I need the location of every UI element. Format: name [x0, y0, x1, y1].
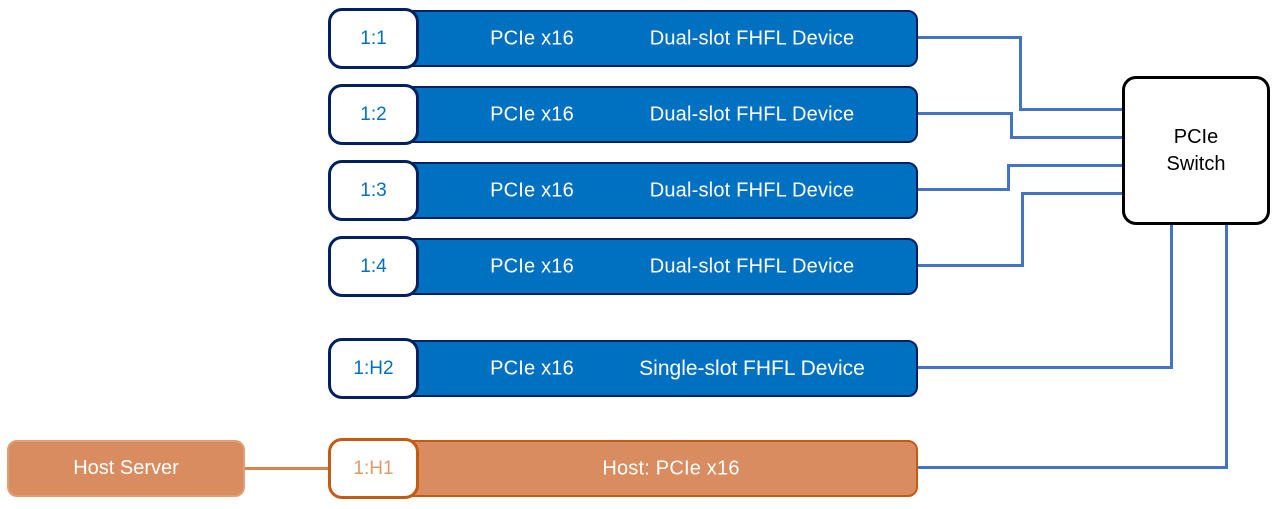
slot-bar-1-2: PCIe x16 Dual-slot FHFL Device — [330, 86, 918, 143]
connector-slot-h2-h — [918, 366, 1173, 369]
slot-device-label: Dual-slot FHFL Device — [649, 103, 855, 125]
connector-slot2-h2 — [1010, 136, 1123, 139]
slot-device-label: Single-slot FHFL Device — [639, 356, 865, 380]
pcie-switch-label-line2: Switch — [1166, 152, 1226, 175]
slot-bar-1-3: PCIe x16 Dual-slot FHFL Device — [330, 162, 918, 219]
slot-tag-label: 1:1 — [360, 27, 387, 49]
slot-tag-1-2: 1:2 — [328, 84, 419, 145]
slot-link-label: PCIe x16 — [490, 27, 574, 49]
connector-slot2-v — [1010, 112, 1013, 139]
slot-tag-label: 1:4 — [360, 255, 387, 277]
connector-slot3-h1 — [918, 188, 1010, 191]
slot-tag-1-1: 1:1 — [328, 8, 419, 69]
slot-device-label: Dual-slot FHFL Device — [649, 179, 855, 201]
connector-slot4-h2 — [1021, 192, 1123, 195]
slot-tag-1-h2: 1:H2 — [328, 338, 419, 399]
slot-device-label: Dual-slot FHFL Device — [649, 27, 855, 49]
connector-slot2-h1 — [918, 112, 1013, 115]
connector-slot3-h2 — [1007, 164, 1123, 167]
slot-tag-label: 1:2 — [360, 103, 387, 125]
slot-link-label: PCIe x16 — [490, 357, 574, 379]
host-slot-label: Host: PCIe x16 — [602, 457, 740, 479]
slot-bar-1-4: PCIe x16 Dual-slot FHFL Device — [330, 238, 918, 295]
pcie-switch-label-line1: PCIe — [1173, 125, 1219, 148]
host-server-label: Host Server — [73, 457, 179, 479]
connector-slot-h1-h — [918, 466, 1228, 469]
host-server: Host Server — [7, 440, 245, 497]
slot-bar-1-h2: PCIe x16 Single-slot FHFL Device — [330, 340, 918, 397]
slot-link-label: PCIe x16 — [490, 103, 574, 125]
slot-tag-1-4: 1:4 — [328, 236, 419, 297]
slot-tag-label: 1:H1 — [353, 457, 394, 479]
pcie-switch: PCIe Switch — [1122, 76, 1270, 225]
slot-tag-label: 1:3 — [360, 179, 387, 201]
connector-slot3-v — [1007, 164, 1010, 191]
slot-bar-1-h1: Host: PCIe x16 — [330, 440, 918, 497]
connector-slot-h2-v — [1170, 224, 1173, 369]
slot-tag-label: 1:H2 — [353, 357, 394, 379]
connector-slot1-h1 — [918, 36, 1022, 39]
connector-slot-h1-v — [1225, 224, 1228, 469]
connector-slot1-h2 — [1019, 108, 1123, 111]
connector-slot1-v — [1019, 36, 1022, 111]
connector-slot4-h1 — [918, 264, 1024, 267]
slot-link-label: PCIe x16 — [490, 179, 574, 201]
slot-bar-1-1: PCIe x16 Dual-slot FHFL Device — [330, 10, 918, 67]
connector-host-server — [245, 467, 330, 470]
connector-slot4-v — [1021, 192, 1024, 267]
slot-tag-1-h1: 1:H1 — [328, 438, 419, 499]
slot-tag-1-3: 1:3 — [328, 160, 419, 221]
slot-device-label: Dual-slot FHFL Device — [649, 255, 855, 277]
slot-link-label: PCIe x16 — [490, 255, 574, 277]
